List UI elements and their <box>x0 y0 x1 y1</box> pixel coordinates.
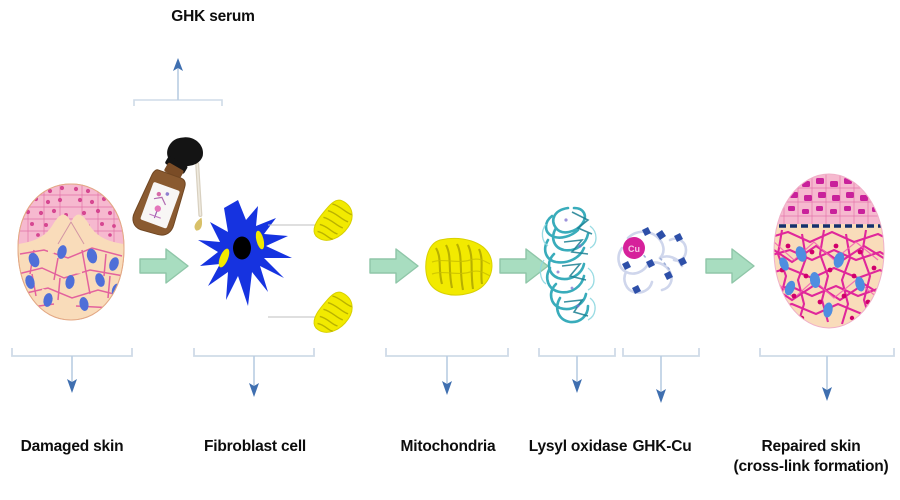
flow-arrow-2 <box>368 246 420 286</box>
lysyl-oxidase-bracket <box>536 346 618 400</box>
mitochondria-illustration <box>424 236 496 298</box>
flow-arrow-3 <box>498 246 550 286</box>
label-fibroblast-cell: Fibroblast cell <box>203 438 307 455</box>
fibroblast-cell-illustration <box>196 196 302 332</box>
fibroblast-mitochondria-bottom <box>313 288 358 344</box>
label-lysyl-oxidase: Lysyl oxidase <box>528 438 628 455</box>
damaged-skin-bracket <box>8 346 136 398</box>
damaged-skin-illustration <box>14 182 128 322</box>
fibroblast-mitochondria-top <box>313 196 358 252</box>
label-ghk-cu: GHK-Cu <box>632 438 692 455</box>
copper-atom-label: Cu <box>628 244 640 254</box>
flow-arrow-4 <box>704 246 756 286</box>
label-damaged-skin: Damaged skin <box>20 438 124 455</box>
mitochondria-bracket <box>382 346 512 400</box>
repaired-skin-illustration <box>768 172 890 330</box>
flow-arrow-1 <box>138 246 190 286</box>
ghk-cu-bracket <box>620 346 702 408</box>
label-mitochondria: Mitochondria <box>400 438 496 455</box>
ghk-serum-title: GHK serum <box>171 8 255 25</box>
label-repaired-skin: Repaired skin (cross-link formation) <box>733 438 889 475</box>
fibroblast-cell-bracket <box>190 346 318 402</box>
ghk-cu-illustration: Cu <box>612 218 692 304</box>
lysyl-oxidase-illustration <box>538 202 612 328</box>
repaired-skin-bracket <box>756 346 898 406</box>
ghk-serum-bottle-illustration <box>132 136 226 258</box>
ghk-serum-bracket <box>128 56 228 108</box>
